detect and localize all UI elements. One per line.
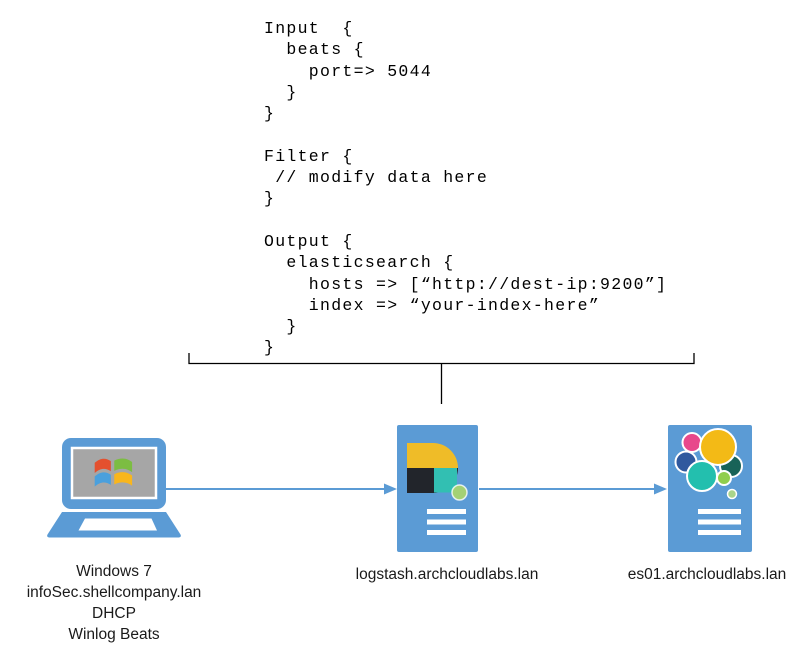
laptop-keyboard-slot (78, 518, 157, 531)
logstash-config-code: Input { beats { port=> 5044 } } Filter {… (264, 19, 668, 358)
document-line (698, 519, 741, 525)
logstash-node-icon (397, 425, 478, 552)
windows-label-line: infoSec.shellcompany.lan (26, 584, 202, 601)
document-line (698, 530, 741, 535)
windows-flag-blue-pane (94, 472, 111, 487)
document-line (427, 530, 466, 535)
arrow-windows-to-logstash (166, 483, 397, 495)
arrow-head-icon (654, 483, 667, 495)
elasticsearch-node-label: es01.archcloudlabs.lan (627, 566, 787, 583)
windows-label-line: DHCP (92, 605, 136, 622)
windows-laptop-icon (47, 438, 181, 538)
arrow-logstash-to-elasticsearch (479, 483, 667, 495)
document-line (427, 519, 466, 525)
bracket-line (188, 353, 695, 365)
windows-label-line: Winlog Beats (68, 626, 160, 643)
elastic-cluster-logo-icon (674, 428, 743, 500)
elastic-logo-yellow-blob (699, 428, 737, 466)
logstash-logo-yellow-quarter (407, 443, 458, 468)
windows-node-label: Windows 7 infoSec.shellcompany.lan DHCP … (4, 561, 224, 645)
elastic-logo-pink-blob (681, 432, 703, 453)
windows-flag-icon (94, 458, 133, 487)
laptop-screen (70, 446, 158, 500)
document-text-lines-icon (427, 509, 466, 535)
elastic-logo-light-green-blob (716, 470, 732, 486)
elasticsearch-node-icon (668, 425, 752, 552)
windows-flag-yellow-pane (114, 472, 133, 486)
logstash-logo-teal-square (434, 468, 457, 493)
arrow-head-icon (384, 483, 397, 495)
document-text-lines-icon (698, 509, 741, 535)
document-line (698, 509, 741, 514)
logstash-logo-icon (407, 443, 468, 501)
elastic-logo-small-dot (726, 488, 738, 500)
document-line (427, 509, 466, 514)
windows-flag-red-pane (94, 458, 111, 473)
windows-label-line: Windows 7 (76, 563, 152, 580)
logstash-node-label: logstash.archcloudlabs.lan (355, 566, 539, 583)
windows-flag-green-pane (114, 458, 133, 473)
elastic-logo-teal-blob (686, 460, 718, 492)
logstash-logo-green-dot (451, 484, 468, 501)
